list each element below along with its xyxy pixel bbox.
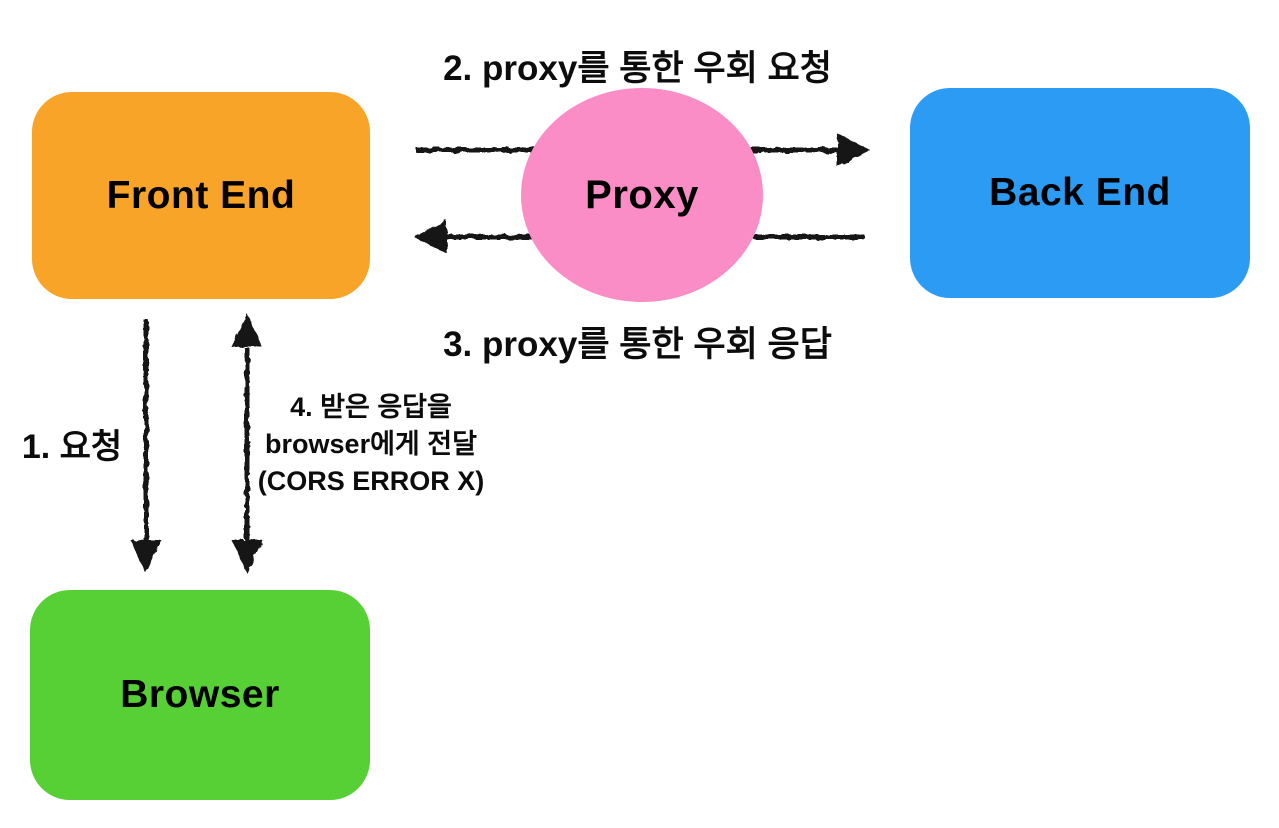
label-step2-bypass-request: 2. proxy를 통한 우회 요청	[443, 49, 832, 88]
node-back-end-label: Back End	[989, 171, 1171, 214]
node-browser: Browser	[30, 590, 370, 800]
arrow-step4-response-to-browser	[231, 313, 263, 574]
label-step1-request: 1. 요청	[21, 428, 123, 466]
label-step4-line3: (CORS ERROR X)	[257, 466, 485, 496]
label-step4-line2: browser에게 전달	[265, 429, 477, 459]
node-front-end-label: Front End	[106, 173, 296, 217]
arrow-step1-request	[130, 320, 162, 574]
node-back-end: Back End	[910, 88, 1250, 298]
node-proxy: Proxy	[521, 88, 763, 302]
node-proxy-label: Proxy	[585, 172, 699, 217]
node-browser-label: Browser	[120, 673, 280, 716]
label-step3-bypass-response: 3. proxy를 통한 우회 응답	[443, 325, 832, 364]
label-step4-line1: 4. 받은 응답을	[290, 392, 452, 422]
node-front-end: Front End	[32, 92, 370, 299]
label-step4-response-to-browser: 4. 받은 응답을 browser에게 전달 (CORS ERROR X)	[246, 389, 496, 500]
